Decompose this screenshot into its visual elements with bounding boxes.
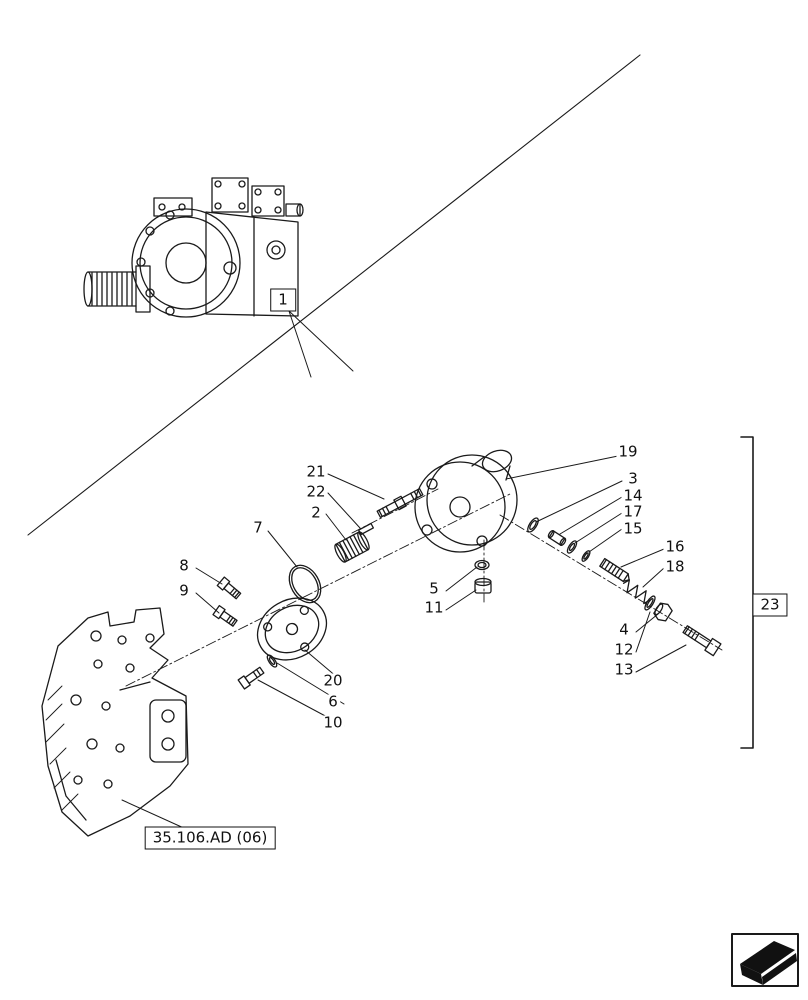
callout-10: 10 (321, 713, 345, 732)
callout-11: 11 (422, 598, 446, 617)
callout-18: 18 (663, 557, 687, 576)
callout-20: 20 (321, 671, 345, 690)
callout-17: 17 (621, 502, 645, 521)
part-2-coupling (334, 531, 370, 563)
exploded-parts (212, 449, 722, 690)
part-17-washer (566, 540, 578, 554)
callout-7: 7 (251, 518, 265, 537)
center-lines (125, 488, 723, 687)
part-3-washer (527, 517, 539, 533)
housing-drawing (41, 607, 189, 837)
part-15-ring (581, 550, 591, 562)
part-19-body (414, 449, 518, 553)
callout-23: 23 (752, 593, 788, 617)
callout-4: 4 (617, 620, 631, 639)
part-10-bolt (237, 666, 265, 690)
part-7-oring (288, 564, 322, 604)
callout-5: 5 (427, 579, 441, 598)
group-23-bracket (740, 436, 754, 749)
part-8-bolt (216, 576, 242, 600)
callout-1-leaders (288, 310, 354, 378)
part-5-seal (474, 559, 490, 571)
part-6-washer (266, 654, 278, 668)
separator-line (27, 54, 641, 536)
callout-2: 2 (309, 503, 323, 522)
callout-14: 14 (621, 486, 645, 505)
callout-13: 13 (612, 660, 636, 679)
callout-3: 3 (626, 469, 640, 488)
part-12-washer (644, 595, 656, 611)
callout-22: 22 (304, 482, 328, 501)
callout-19: 19 (616, 442, 640, 461)
direction-arrow-icon (731, 933, 799, 987)
callout-12: 12 (612, 640, 636, 659)
part-16-valve (599, 557, 630, 583)
callout-21: 21 (304, 462, 328, 481)
pump-assembly-drawing (83, 177, 304, 318)
part-18-spring (622, 579, 651, 605)
callout-1: 1 (270, 288, 296, 312)
section-reference-label: 35.106.AD (06) (144, 826, 276, 850)
part-4-nut (653, 602, 673, 622)
callout-15: 15 (621, 519, 645, 538)
part-13-bolt (682, 625, 722, 657)
part-14-pin (547, 530, 567, 546)
part-22-pin (357, 522, 375, 536)
part-20-cover (256, 597, 328, 661)
part-9-bolt (212, 604, 238, 627)
part-11-plug (474, 577, 492, 594)
callout-16: 16 (663, 537, 687, 556)
part-21-rod (376, 487, 424, 519)
leader-lines (121, 455, 687, 830)
callout-8: 8 (177, 556, 191, 575)
callout-9: 9 (177, 581, 191, 600)
callout-6: 6 (326, 692, 340, 711)
